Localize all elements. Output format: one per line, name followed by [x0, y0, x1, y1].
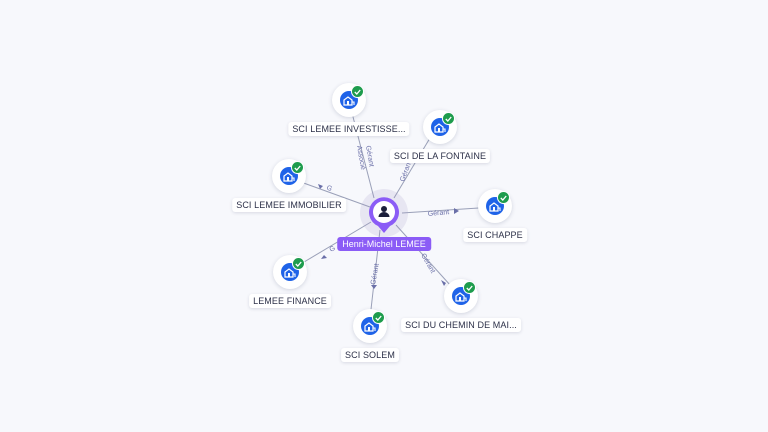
person-icon: [378, 206, 390, 217]
verified-check-icon: [442, 112, 455, 125]
edge-label: Gérant: [399, 160, 413, 183]
company-label: SCI CHAPPE: [463, 228, 527, 242]
verified-check-icon: [497, 191, 510, 204]
verified-check-icon: [351, 85, 364, 98]
company-label: SCI DU CHEMIN DE MAI...: [401, 318, 521, 332]
edge-label: Gérant: [370, 263, 381, 285]
company-label: SCI LEMEE IMMOBILIER: [232, 198, 346, 212]
edge-label: Gérant: [428, 209, 450, 218]
edge-label: G: [325, 184, 333, 193]
company-label: SCI SOLEM: [341, 348, 399, 362]
verified-check-icon: [292, 257, 305, 270]
verified-check-icon: [463, 281, 476, 294]
verified-check-icon: [291, 161, 304, 174]
edge-label: Associé: [355, 145, 366, 170]
person-pin: [367, 196, 401, 239]
edge-label: Gérant: [364, 145, 375, 167]
edge-label: G: [329, 245, 337, 254]
company-label: SCI DE LA FONTAINE: [389, 149, 491, 163]
verified-check-icon: [372, 311, 385, 324]
edge-label: Gérant: [419, 253, 436, 275]
person-label: Henri-Michel LEMEE: [337, 237, 431, 251]
company-label: LEMEE FINANCE: [249, 294, 331, 308]
company-label: SCI LEMEE INVESTISSE...: [288, 122, 410, 136]
